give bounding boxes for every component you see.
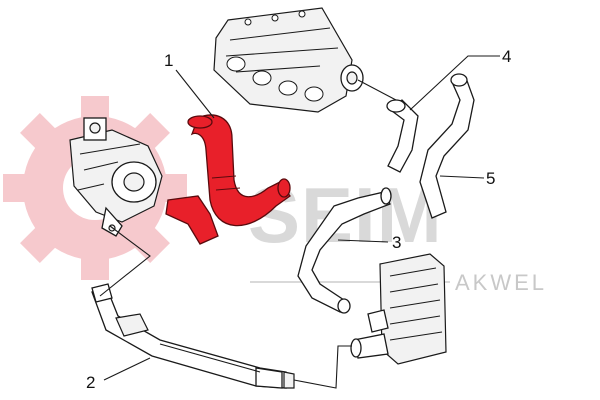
part-3-hose xyxy=(297,187,392,314)
part-1-red-hose xyxy=(165,114,291,245)
callout-4: 4 xyxy=(502,47,511,66)
callout-leaders xyxy=(103,55,500,381)
intercooler xyxy=(350,253,447,365)
callout-5: 5 xyxy=(486,169,495,188)
callout-1: 1 xyxy=(164,51,173,70)
part-5-hose xyxy=(419,73,475,219)
callout-2: 2 xyxy=(86,373,95,392)
callout-3: 3 xyxy=(392,233,401,252)
connector-lines xyxy=(99,79,397,389)
part-2-lower-hose xyxy=(91,283,295,389)
watermark-brand-sub: AKWEL xyxy=(455,270,547,295)
intake-manifold xyxy=(213,7,364,113)
part-4-hose xyxy=(386,99,419,173)
egr-valve-assembly xyxy=(69,117,163,237)
